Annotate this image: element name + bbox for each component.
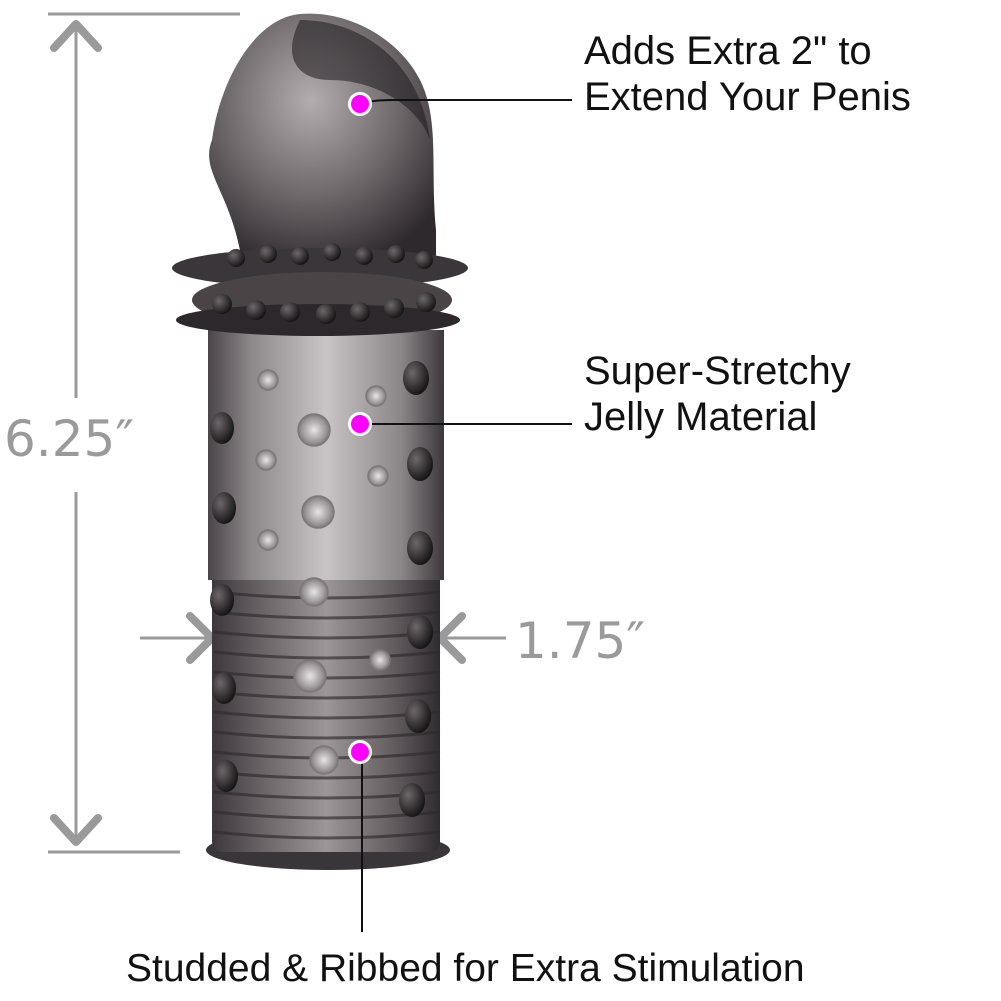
height-dimension-label: 6.25″ — [4, 410, 135, 468]
callout-texture-text: Studded & Ribbed for Extra Stimulation — [126, 947, 805, 990]
product-sleeve-photo — [172, 13, 468, 870]
callout-marker-icon — [348, 740, 372, 764]
callout-texture: Studded & Ribbed for Extra Stimulation — [126, 946, 805, 992]
callout-material: Super-Stretchy Jelly Material — [584, 348, 851, 440]
dimension-arrow-icon — [50, 814, 102, 846]
callout-material-line1: Super-Stretchy — [584, 349, 851, 393]
dimension-arrow-icon — [50, 20, 102, 52]
callout-marker-icon — [348, 412, 372, 436]
callout-material-line2: Jelly Material — [584, 395, 818, 439]
callout-marker-icon — [348, 92, 372, 116]
height-dimension — [48, 12, 240, 854]
callout-length-line2: Extend Your Penis — [584, 75, 911, 119]
callout-length: Adds Extra 2" to Extend Your Penis — [584, 28, 911, 120]
width-dimension-label: 1.75″ — [515, 612, 646, 670]
callout-length-line1: Adds Extra 2" to — [584, 29, 872, 73]
